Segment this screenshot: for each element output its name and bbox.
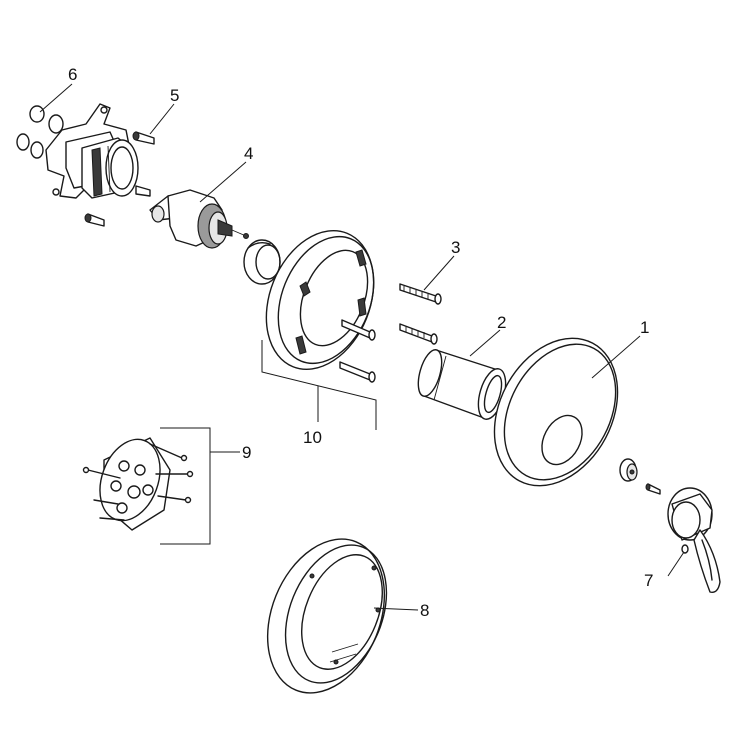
- part-5-screw: [132, 131, 155, 145]
- callout-5: 5: [170, 86, 179, 105]
- callout-2: 2: [497, 313, 506, 332]
- callout-9: 9: [242, 443, 251, 462]
- part-9-template: [82, 437, 194, 531]
- part-7-set-screw: [681, 544, 689, 554]
- callout-10: 10: [303, 428, 322, 447]
- part-1-trim-plate: [493, 337, 619, 487]
- callout-7: 7: [644, 571, 653, 590]
- handle-adapter: [619, 458, 661, 495]
- part-2-extension-sleeve: [417, 349, 507, 420]
- callout-6: 6: [68, 65, 77, 84]
- callout-labels: 1 2 3 4 5 6 7 8 9 10: [68, 65, 653, 620]
- part-6-o-rings: [16, 105, 64, 159]
- callout-1: 1: [640, 318, 649, 337]
- handle-lever: [667, 487, 721, 593]
- valve-body-sleeve: [81, 137, 139, 199]
- part-3-screws: [339, 283, 442, 383]
- callout-4: 4: [244, 144, 253, 163]
- callout-8: 8: [420, 601, 429, 620]
- part-4-cartridge: [149, 189, 249, 249]
- leader-lines: [39, 83, 685, 611]
- small-screws: [84, 185, 151, 227]
- adapter-ring: [243, 239, 281, 285]
- part-8-plaster-ring: [266, 538, 388, 694]
- callout-3: 3: [451, 238, 460, 257]
- part-10-back-plate: [265, 229, 375, 371]
